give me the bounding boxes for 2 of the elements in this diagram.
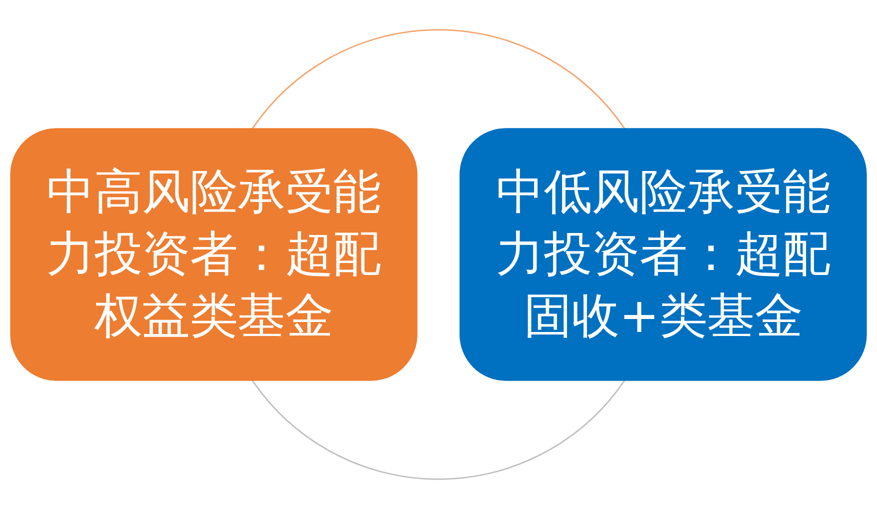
connector <box>252 29 626 130</box>
connector <box>252 380 626 480</box>
